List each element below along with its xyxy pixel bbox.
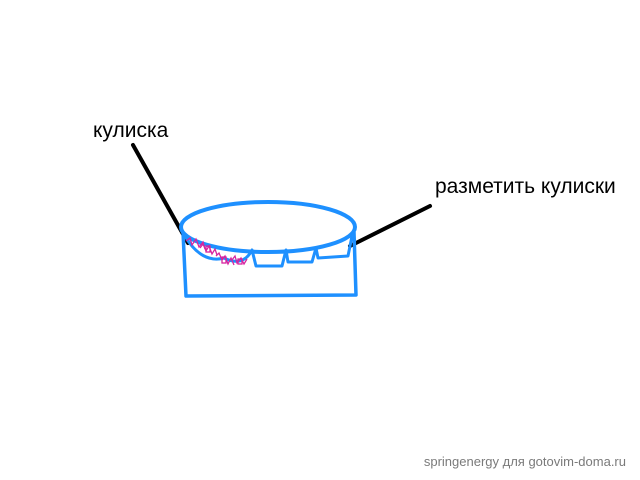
label-slot: кулиска (93, 119, 169, 142)
watermark-text: springenergy для gotovim-doma.ru (423, 454, 626, 469)
leader-line-mark (348, 204, 432, 248)
form-top-rim (179, 200, 357, 254)
leader-line-slot (131, 143, 190, 245)
label-mark-slots: разметить кулиски (435, 175, 616, 198)
slot-markings (185, 236, 248, 266)
form-side-wall (181, 231, 358, 298)
